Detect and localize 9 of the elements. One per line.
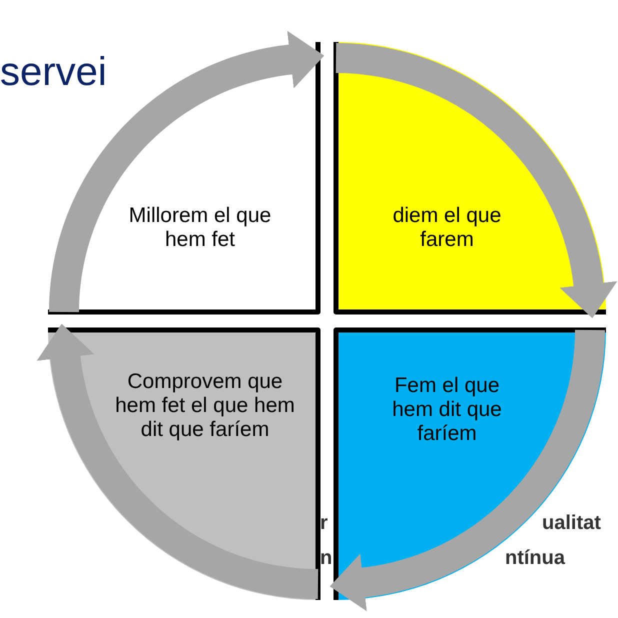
text-fragment: ualitat xyxy=(542,512,601,535)
quadrant-label: diem el que farem xyxy=(392,204,502,252)
text-fragment: n xyxy=(320,547,332,570)
quadrant-label: Millorem el que hem fet xyxy=(128,204,272,252)
quadrant-label: Comprovem que hem fet el que hem dit que faríem xyxy=(114,370,296,442)
text-fragment: ntínua xyxy=(505,547,565,570)
quadrant-label: Fem el que hem dit que faríem xyxy=(391,374,503,446)
heading-text: servei xyxy=(0,50,107,95)
text-fragment: r xyxy=(320,512,328,535)
